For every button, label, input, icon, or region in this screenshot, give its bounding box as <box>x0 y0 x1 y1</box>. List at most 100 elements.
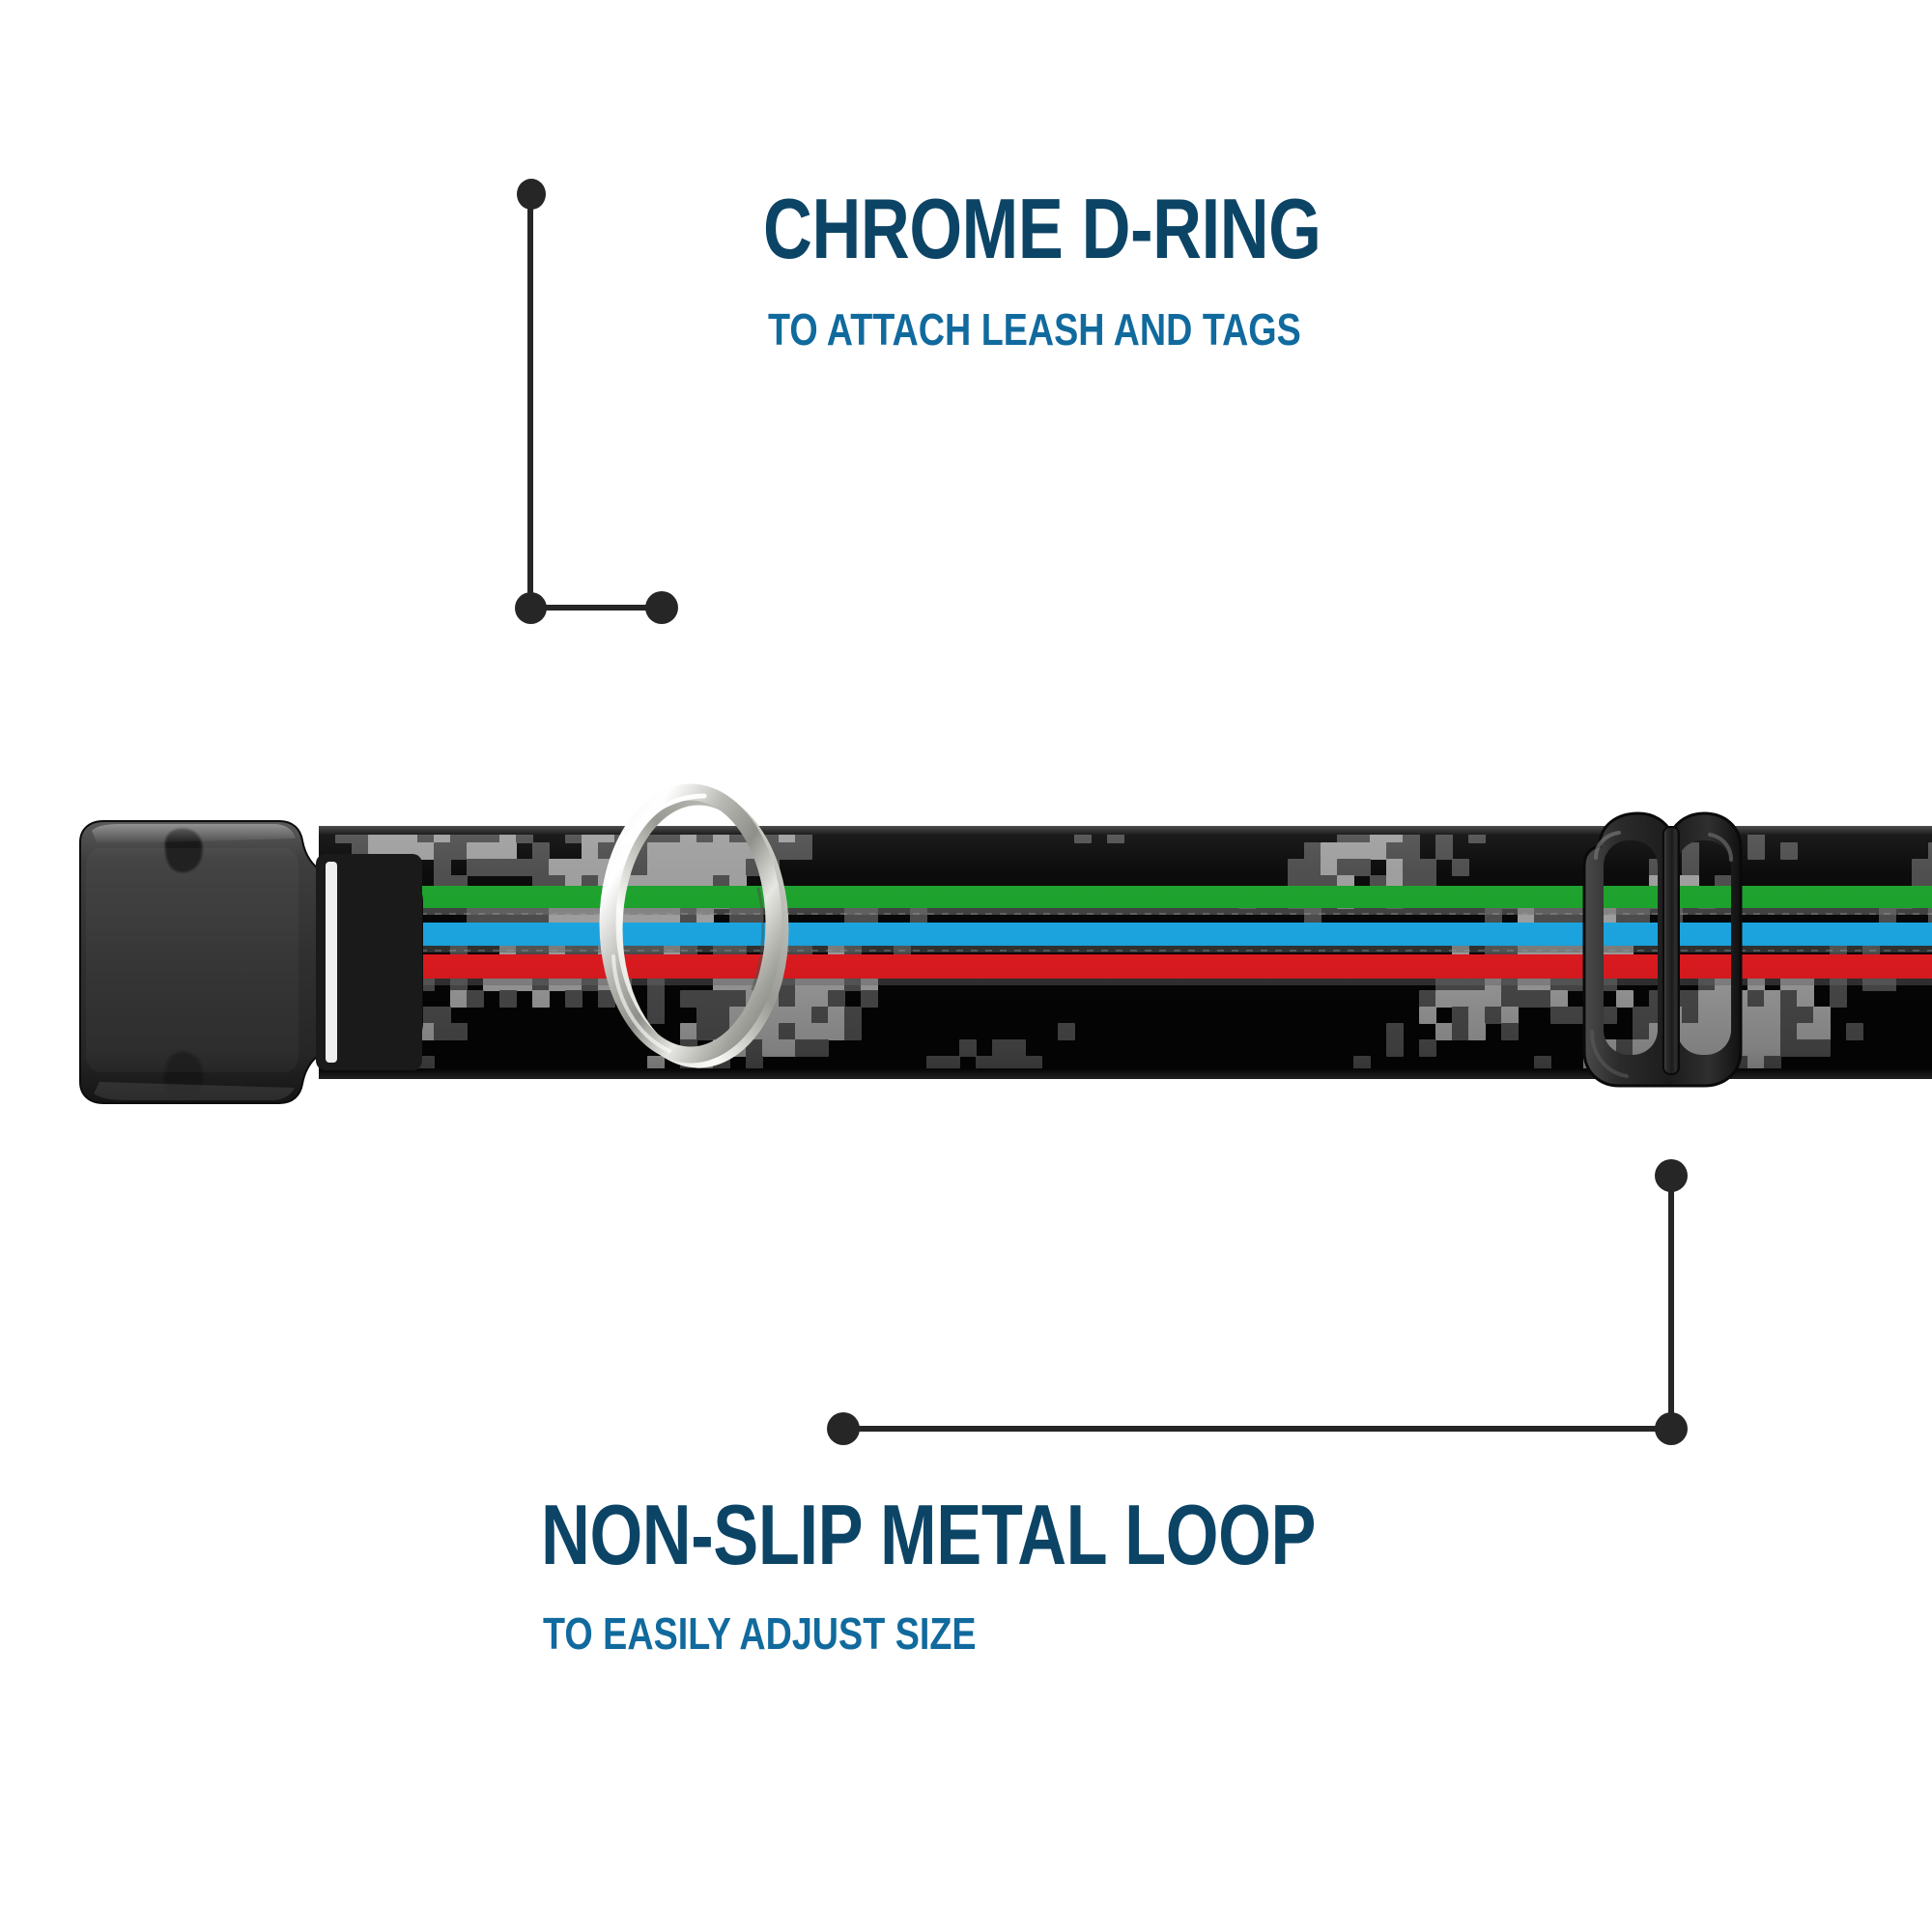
camo-block <box>1468 1023 1486 1040</box>
camo-block <box>943 1072 960 1079</box>
camo-block <box>746 1039 763 1057</box>
camo-block <box>1501 990 1519 1008</box>
camo-block <box>1813 1007 1831 1024</box>
buckle-top-highlight <box>92 824 296 844</box>
camo-block <box>450 990 468 1008</box>
camo-block <box>483 842 500 860</box>
camo-block <box>1764 1056 1781 1073</box>
camo-block <box>976 1072 993 1079</box>
slider-highlight-bottomleft <box>1590 1030 1629 1078</box>
camo-block <box>1321 1072 1338 1079</box>
camo-block <box>1386 1039 1404 1057</box>
camo-block <box>1846 1023 1863 1040</box>
buckle-svg <box>79 820 423 1104</box>
slider-svg <box>1582 811 1743 1088</box>
camo-block <box>450 1023 468 1040</box>
camo-block <box>1764 990 1781 1008</box>
camo-block <box>844 1023 862 1040</box>
chrome-d-ring <box>594 782 807 1072</box>
camo-block <box>1419 990 1436 1008</box>
camo-block <box>1403 826 1420 843</box>
green-stripe <box>319 886 1932 908</box>
camo-block <box>1747 1056 1765 1073</box>
camo-block <box>450 826 468 843</box>
camo-block <box>926 1056 944 1073</box>
camo-block <box>647 842 665 860</box>
leader-dot-bottom-anchor <box>827 1412 860 1445</box>
callout-subline-non-slip-metal-loop-wrap: TO EASILY ADJUST SIZE <box>543 1611 1071 1656</box>
camo-block <box>1747 1007 1765 1024</box>
slider-highlight-topright <box>1708 833 1733 862</box>
buckle-slot-frame <box>316 854 422 1070</box>
camo-block <box>565 859 582 876</box>
camo-block <box>762 1039 780 1057</box>
camo-block <box>1419 859 1436 876</box>
camo-block <box>680 990 697 1008</box>
camo-block <box>1780 1039 1798 1057</box>
camo-block <box>1386 826 1404 843</box>
callout-subline-chrome-d-ring-wrap: TO ATTACH LEASH AND TAGS <box>768 307 1418 352</box>
camo-block <box>1337 842 1354 860</box>
camo-block <box>1764 1007 1781 1024</box>
camo-block <box>1452 990 1469 1008</box>
camo-block <box>680 1023 697 1040</box>
camo-block <box>647 990 665 1008</box>
camo-block <box>450 842 468 860</box>
camo-block <box>779 1039 796 1057</box>
camo-block <box>1501 1023 1519 1040</box>
camo-block <box>1764 1072 1781 1079</box>
camo-block <box>1567 1007 1584 1024</box>
camo-block <box>795 990 812 1008</box>
camo-block <box>828 1007 845 1024</box>
camo-block <box>499 842 517 860</box>
camo-block <box>483 859 500 876</box>
camo-block <box>516 826 533 843</box>
camo-block <box>992 1056 1009 1073</box>
camo-block <box>598 990 615 1008</box>
camo-block <box>467 826 484 843</box>
camo-block <box>1452 1023 1469 1040</box>
camo-block <box>1321 859 1338 876</box>
camo-block <box>779 1007 796 1024</box>
callout-chrome-d-ring: CHROME D-RING <box>763 186 1461 271</box>
adjuster-slider <box>1575 810 1748 1090</box>
camo-block <box>1797 990 1814 1008</box>
camo-block <box>1353 859 1371 876</box>
slider-center-bar <box>1662 826 1680 1075</box>
buckle-notch-bottom <box>165 1051 203 1096</box>
camo-block <box>1780 1007 1798 1024</box>
blue-stripe-shadow <box>319 946 1932 952</box>
camo-block <box>1928 859 1932 876</box>
camo-block <box>696 842 714 860</box>
camo-block <box>1452 859 1469 876</box>
camo-block <box>762 1023 780 1040</box>
camo-block <box>680 842 697 860</box>
camo-block <box>795 1007 812 1024</box>
camo-block <box>1009 1039 1026 1057</box>
camo-block <box>1550 990 1568 1008</box>
camo-block <box>696 1023 714 1040</box>
camo-block <box>647 859 665 876</box>
callout-headline-chrome-d-ring: CHROME D-RING <box>763 181 1321 276</box>
camo-block <box>844 1007 862 1024</box>
camo-block <box>1780 1072 1798 1079</box>
camo-block <box>1550 1007 1568 1024</box>
camo-block <box>779 842 796 860</box>
d-ring-svg <box>599 783 789 1068</box>
camo-block <box>729 1072 747 1079</box>
buckle-bottom-highlight <box>94 1082 295 1100</box>
camo-block <box>1485 1007 1502 1024</box>
camo-block <box>1304 842 1321 860</box>
camo-block <box>1780 1023 1798 1040</box>
product-image <box>0 753 1932 1159</box>
camo-block <box>795 1023 812 1040</box>
camo-block <box>1534 990 1551 1008</box>
callout-subline-non-slip-metal-loop: TO EASILY ADJUST SIZE <box>543 1608 977 1659</box>
leader-line-top-horizontal <box>537 605 663 611</box>
camo-block <box>992 1072 1009 1079</box>
camo-block <box>729 842 747 860</box>
camo-block <box>713 842 730 860</box>
leader-line-bottom-vertical <box>1668 1175 1674 1430</box>
camo-block <box>828 1023 845 1040</box>
camo-block <box>1074 826 1092 843</box>
